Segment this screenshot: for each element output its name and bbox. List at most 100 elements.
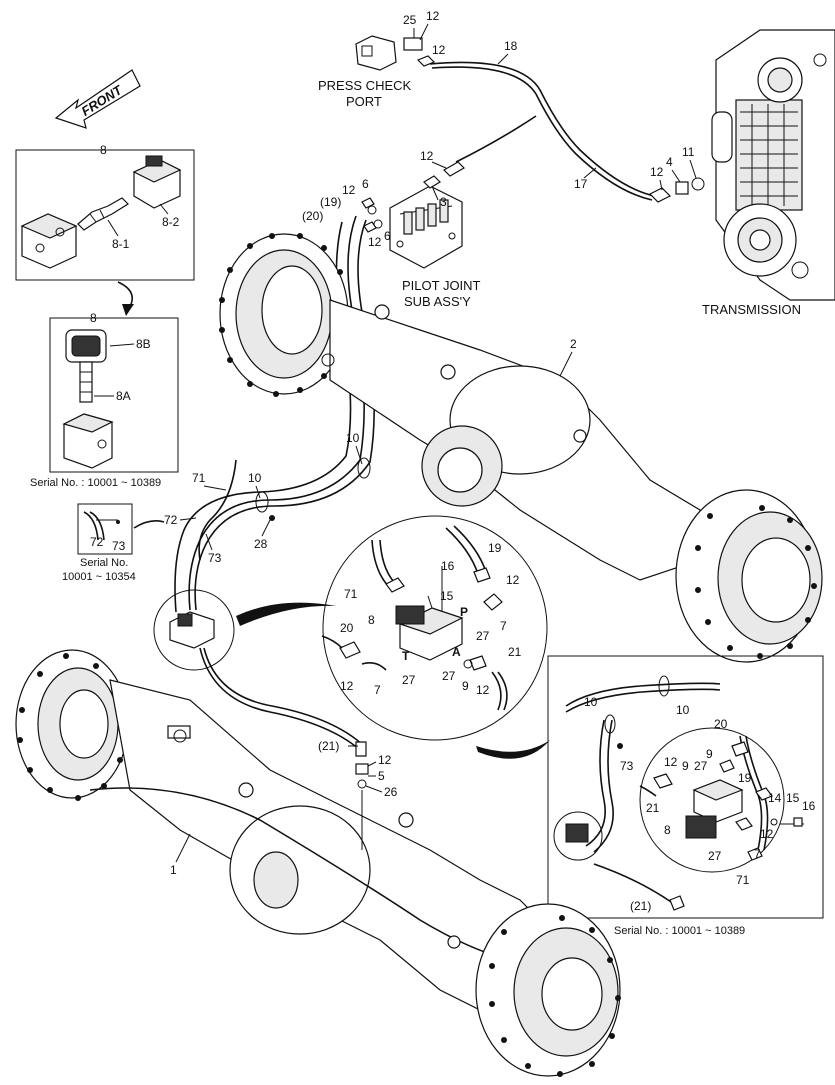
callout-19: (19): [320, 195, 341, 209]
detail-callout-27c: 27: [402, 673, 416, 687]
port-label-T: T: [402, 649, 410, 663]
front-arrow-icon: FRONT: [54, 69, 141, 129]
transmission-unit: [711, 29, 835, 301]
right-callout-9b: 9: [682, 759, 689, 773]
callout-25: 25: [403, 13, 417, 27]
callout-72: 72: [164, 513, 178, 527]
serial-inset-8b: Serial No. : 10001 ~ 10389: [30, 477, 161, 489]
callout-18: 18: [504, 39, 518, 53]
callout-71: 71: [192, 471, 206, 485]
callout-8-2: 8-2: [162, 215, 180, 229]
callout-5: 5: [378, 769, 385, 783]
inset-right-valve: 10 10 20 73 12 9 9 27 19 14 15 16 21 12 …: [547, 655, 824, 919]
callout-6a: 6: [362, 177, 369, 191]
callout-12d: 12: [342, 183, 356, 197]
port-label-P: P: [460, 605, 468, 619]
right-callout-12: 12: [664, 755, 678, 769]
callout-12-front: 12: [378, 753, 392, 767]
detail-circle-valve: 16 19 15 12 71 8 27 7 20 21 27 9 12 12 7…: [321, 515, 548, 741]
detail-callout-12a: 12: [506, 573, 520, 587]
detail-callout-12b: 12: [476, 683, 490, 697]
connector-arrow-icon: [133, 520, 165, 529]
callout-12a: 12: [426, 9, 440, 23]
right-callout-19: 19: [738, 771, 752, 785]
detail-callout-9: 9: [462, 679, 469, 693]
detail-marker-circle: [153, 589, 235, 671]
port-label-A: A: [452, 645, 461, 659]
right-callout-14: 14: [768, 791, 782, 805]
callout-10b: 10: [248, 471, 262, 485]
caption-pilot-joint-2: SUB ASS'Y: [404, 294, 471, 309]
caption-press-check-1: PRESS CHECK: [318, 78, 412, 93]
callout-8-1: 8-1: [112, 237, 130, 251]
callout-20: (20): [302, 209, 323, 223]
callout-12c: 12: [420, 149, 434, 163]
detail-callout-20: 20: [340, 621, 354, 635]
callout-8B: 8B: [136, 337, 151, 351]
detail-callout-71: 71: [344, 587, 358, 601]
detail-callout-15: 15: [440, 589, 454, 603]
press-check-port: 25 12 12 PRESS CHECK PORT: [318, 9, 446, 109]
serial-inset-right: Serial No. : 10001 ~ 10389: [614, 925, 745, 937]
callout-12e: 12: [368, 235, 382, 249]
callout-12b: 12: [432, 43, 446, 57]
pilot-joint-sub-assy: 12 3 6 12 (19) (20) 6 12: [302, 149, 465, 269]
right-callout-9a: 9: [706, 747, 713, 761]
detail-callout-19: 19: [488, 541, 502, 555]
callout-1: 1: [170, 863, 177, 877]
right-callout-10a: 10: [584, 695, 598, 709]
detail-callout-27b: 27: [442, 669, 456, 683]
detail-callout-7a: 7: [500, 619, 507, 633]
serial-inset-72-line2: 10001 ~ 10354: [62, 571, 136, 583]
detail-callout-21: 21: [508, 645, 522, 659]
detail-callout-7b: 7: [374, 683, 381, 697]
callout-12f: 12: [650, 165, 664, 179]
callout-73: 73: [208, 551, 222, 565]
right-callout-73: 73: [620, 759, 634, 773]
right-callout-16: 16: [802, 799, 816, 813]
callout-6b: 6: [384, 229, 391, 243]
detail-callout-16: 16: [441, 559, 455, 573]
hose-to-pilot: [455, 115, 537, 163]
right-callout-27b: 27: [708, 849, 722, 863]
callout-8: 8: [100, 143, 107, 157]
right-callout-21: 21: [646, 801, 660, 815]
right-callout-27a: 27: [694, 759, 708, 773]
hose-18: [429, 61, 655, 197]
inset-part-8: 8 8-2 8-1: [15, 143, 195, 281]
callout-8b-title: 8: [90, 311, 97, 325]
callout-4: 4: [666, 155, 673, 169]
inset-part-8b: 8 8B 8A: [49, 311, 179, 473]
caption-press-check-2: PORT: [346, 94, 382, 109]
callout-28: 28: [254, 537, 268, 551]
right-callout-15: 15: [786, 791, 800, 805]
hose-21: [199, 647, 361, 751]
inset-part-72: 72 73: [77, 503, 133, 555]
right-callout-7: 7: [754, 847, 761, 861]
arrow-head-icon: [122, 304, 134, 316]
detail-callout-12c: 12: [340, 679, 354, 693]
detail-callout-27a: 27: [476, 629, 490, 643]
callout-10a: 10: [346, 431, 360, 445]
right-callout-21b: (21): [630, 899, 651, 913]
swoosh-arrow-icon: [476, 740, 550, 759]
front-axle: [15, 649, 621, 1077]
callout-2: 2: [570, 337, 577, 351]
callout-26: 26: [384, 785, 398, 799]
detail-callout-8: 8: [368, 613, 375, 627]
right-callout-20: 20: [714, 717, 728, 731]
caption-pilot-joint-1: PILOT JOINT: [402, 278, 481, 293]
swoosh-arrow-icon: [236, 602, 336, 626]
right-callout-10b: 10: [676, 703, 690, 717]
front-label: FRONT: [79, 82, 126, 119]
rear-axle: [219, 233, 823, 663]
callout-72-inset: 72: [90, 535, 104, 549]
caption-transmission: TRANSMISSION: [702, 302, 801, 317]
right-callout-8: 8: [664, 823, 671, 837]
right-callout-71: 71: [736, 873, 750, 887]
callout-73-inset: 73: [112, 539, 126, 553]
callout-3: 3: [440, 195, 447, 209]
serial-inset-72-line1: Serial No.: [80, 557, 128, 569]
right-callout-12b: 12: [760, 827, 774, 841]
